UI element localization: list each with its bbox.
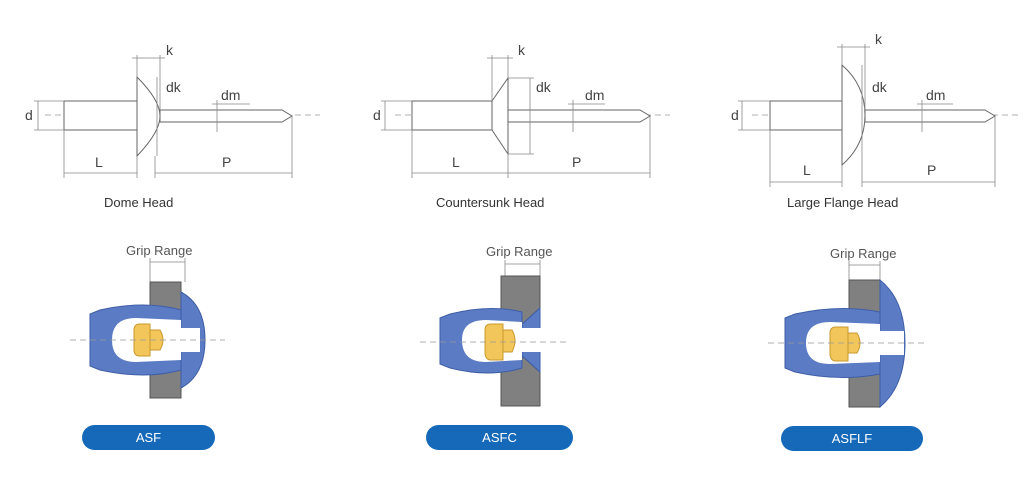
asf-button-label: ASF bbox=[136, 430, 161, 445]
panel-dome-head: d k dk dm L P Dome Head Grip Range ASF bbox=[25, 42, 320, 450]
dim-P-label: P bbox=[927, 162, 936, 178]
grip-range-label: Grip Range bbox=[486, 244, 552, 259]
dim-k-label: k bbox=[518, 42, 526, 58]
panel-countersunk-head: d k dk dm L P Countersunk Head Grip Rang… bbox=[373, 42, 670, 450]
asflf-button[interactable]: ASFLF bbox=[781, 426, 923, 451]
countersunk-head-drawing: d k dk dm L P bbox=[373, 42, 670, 178]
large-flange-head-drawing: d k dk dm L P bbox=[731, 31, 1018, 187]
asf-cross-section: Grip Range bbox=[70, 243, 225, 399]
panel-large-flange-head: d k dk dm L P Large Flange Head Grip Ran… bbox=[731, 31, 1018, 451]
caption-dome-head: Dome Head bbox=[104, 195, 173, 210]
asf-button[interactable]: ASF bbox=[82, 425, 215, 450]
dim-k-label: k bbox=[166, 42, 174, 58]
dim-dk-label: dk bbox=[536, 79, 552, 95]
dim-dk-label: dk bbox=[872, 79, 888, 95]
dim-d-label: d bbox=[25, 107, 33, 123]
dim-dk-label: dk bbox=[166, 79, 182, 95]
dim-L-label: L bbox=[452, 154, 460, 170]
dim-P-label: P bbox=[222, 154, 231, 170]
grip-range-label: Grip Range bbox=[126, 243, 192, 258]
caption-countersunk-head: Countersunk Head bbox=[436, 195, 544, 210]
dim-dm-label: dm bbox=[221, 87, 240, 103]
asflf-cross-section: Grip Range bbox=[768, 246, 925, 409]
grip-range-label: Grip Range bbox=[830, 246, 896, 261]
dim-L-label: L bbox=[95, 154, 103, 170]
dim-k-label: k bbox=[875, 31, 883, 47]
dim-dm-label: dm bbox=[926, 87, 945, 103]
caption-large-flange-head: Large Flange Head bbox=[787, 195, 898, 210]
dome-head-drawing: d k dk dm L P bbox=[25, 42, 320, 178]
asfc-button-label: ASFC bbox=[482, 430, 517, 445]
asfc-cross-section: Grip Range bbox=[420, 244, 570, 407]
asfc-button[interactable]: ASFC bbox=[426, 425, 573, 450]
dim-d-label: d bbox=[373, 107, 381, 123]
dim-P-label: P bbox=[572, 154, 581, 170]
dim-L-label: L bbox=[803, 162, 811, 178]
dim-dm-label: dm bbox=[585, 87, 604, 103]
asflf-button-label: ASFLF bbox=[832, 431, 873, 446]
dim-d-label: d bbox=[731, 107, 739, 123]
